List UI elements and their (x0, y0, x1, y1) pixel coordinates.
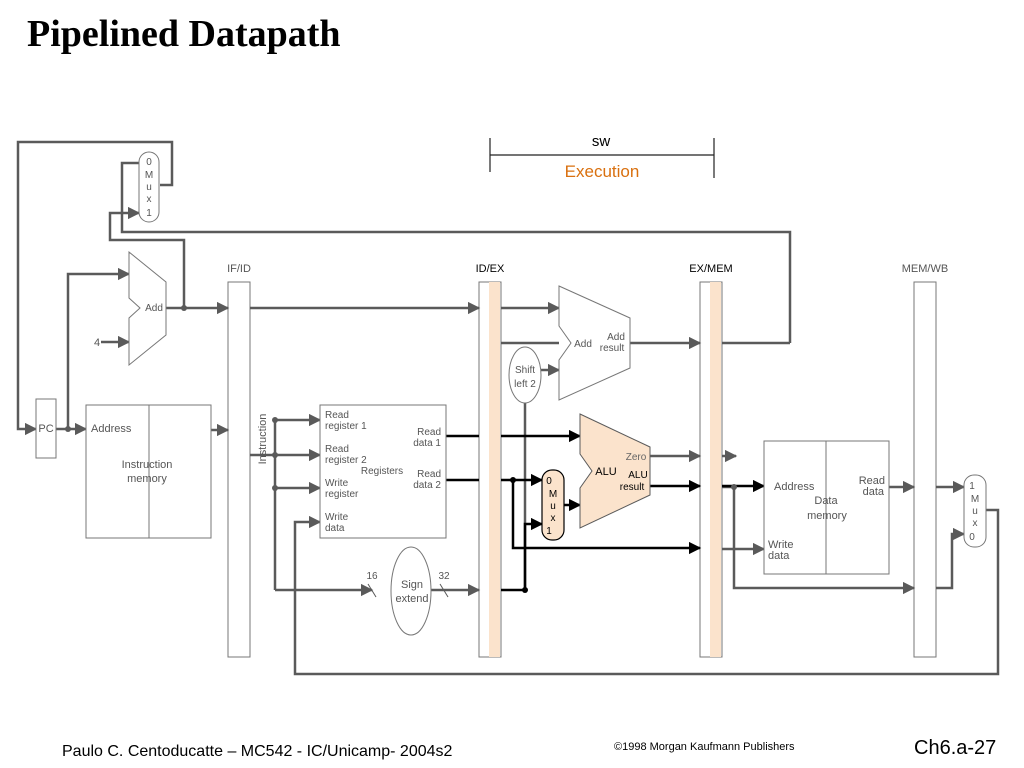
svg-text:data 2: data 2 (413, 480, 441, 491)
svg-text:Address: Address (774, 481, 815, 493)
svg-text:Write: Write (325, 478, 349, 489)
svg-text:u: u (550, 501, 556, 512)
svg-text:0: 0 (546, 476, 552, 487)
data-memory: Address Read data Write data Data memory (763, 440, 890, 575)
svg-text:Shift: Shift (515, 365, 535, 376)
svg-text:data 1: data 1 (413, 438, 441, 449)
stage-label: Execution (565, 162, 640, 181)
svg-text:Data: Data (814, 495, 838, 507)
junction-dots (65, 305, 737, 593)
svg-text:Add: Add (607, 332, 625, 343)
svg-text:register: register (325, 489, 359, 500)
svg-text:register 1: register 1 (325, 421, 367, 432)
instruction-bus-label: Instruction (257, 414, 269, 465)
stage-bracket: sw Execution (489, 133, 715, 181)
shift-left-2: Shift left 2 (508, 346, 542, 404)
svg-text:0: 0 (969, 532, 975, 543)
svg-text:16: 16 (366, 571, 378, 582)
svg-text:left 2: left 2 (514, 379, 536, 390)
if-id-label: IF/ID (227, 263, 251, 275)
slide-title: Pipelined Datapath (27, 13, 341, 55)
svg-text:M: M (549, 489, 557, 500)
svg-text:memory: memory (127, 473, 167, 485)
constant-four: 4 (94, 337, 100, 349)
active-wires (446, 429, 766, 592)
svg-text:1: 1 (546, 526, 552, 537)
mem-wb-register (913, 281, 937, 658)
svg-text:Address: Address (91, 423, 132, 435)
svg-text:ALU: ALU (595, 466, 616, 478)
svg-text:ALU: ALU (628, 470, 647, 481)
svg-text:Read: Read (859, 475, 885, 487)
pc-mux: 0 M u x 1 (138, 151, 160, 223)
datapath-wires (16, 140, 1000, 676)
if-adder: Add (128, 250, 167, 367)
svg-text:register 2: register 2 (325, 455, 367, 466)
ex-adder: Add Add result (558, 285, 631, 401)
id-ex-label: ID/EX (476, 263, 505, 275)
pc-label: PC (38, 423, 53, 435)
footer-page-number: Ch6.a-27 (914, 737, 997, 759)
sign-extend: Sign extend 16 32 (366, 546, 450, 636)
svg-text:u: u (972, 506, 978, 517)
svg-text:data: data (325, 523, 345, 534)
wb-mux: 1 M u x 0 (963, 474, 987, 548)
svg-text:1: 1 (146, 208, 152, 219)
svg-text:Instruction: Instruction (122, 459, 173, 471)
footer-author: Paulo C. Centoducatte – MC542 - IC/Unica… (62, 743, 453, 760)
svg-text:result: result (600, 343, 625, 354)
svg-text:Add: Add (145, 303, 163, 314)
svg-text:result: result (620, 482, 645, 493)
svg-text:0: 0 (146, 157, 152, 168)
svg-text:1: 1 (969, 481, 975, 492)
svg-text:x: x (551, 513, 556, 524)
mem-wb-label: MEM/WB (902, 263, 948, 275)
svg-text:Read: Read (325, 444, 349, 455)
svg-text:Sign: Sign (401, 579, 423, 591)
svg-text:data: data (768, 550, 790, 562)
svg-text:Zero: Zero (626, 452, 647, 463)
svg-text:Add: Add (574, 339, 592, 350)
svg-text:u: u (146, 182, 152, 193)
pipeline-registers: IF/ID ID/EX EX/MEM MEM/WB (227, 263, 948, 658)
svg-text:M: M (971, 494, 979, 505)
ex-mem-label: EX/MEM (689, 263, 732, 275)
footer-copyright: ©1998 Morgan Kaufmann Publishers (614, 741, 795, 753)
alu-src-mux: 0 M u x 1 (541, 469, 565, 541)
svg-text:Read: Read (325, 410, 349, 421)
svg-text:extend: extend (395, 593, 428, 605)
svg-text:M: M (145, 170, 153, 181)
alu: ALU Zero ALU result (579, 413, 651, 529)
svg-text:x: x (973, 518, 978, 529)
instruction-memory: Address Instruction memory (85, 404, 212, 539)
svg-text:x: x (147, 194, 152, 205)
svg-text:data: data (863, 486, 885, 498)
svg-text:Registers: Registers (361, 466, 403, 477)
if-id-register (227, 281, 251, 658)
svg-text:Read: Read (417, 469, 441, 480)
instruction-label: sw (592, 133, 611, 150)
svg-text:Write: Write (768, 539, 793, 551)
svg-text:Write: Write (325, 512, 349, 523)
pc-register (35, 398, 57, 459)
svg-text:32: 32 (438, 571, 450, 582)
svg-text:Read: Read (417, 427, 441, 438)
svg-text:memory: memory (807, 510, 847, 522)
register-file: Read register 1 Read register 2 Write re… (319, 404, 447, 539)
